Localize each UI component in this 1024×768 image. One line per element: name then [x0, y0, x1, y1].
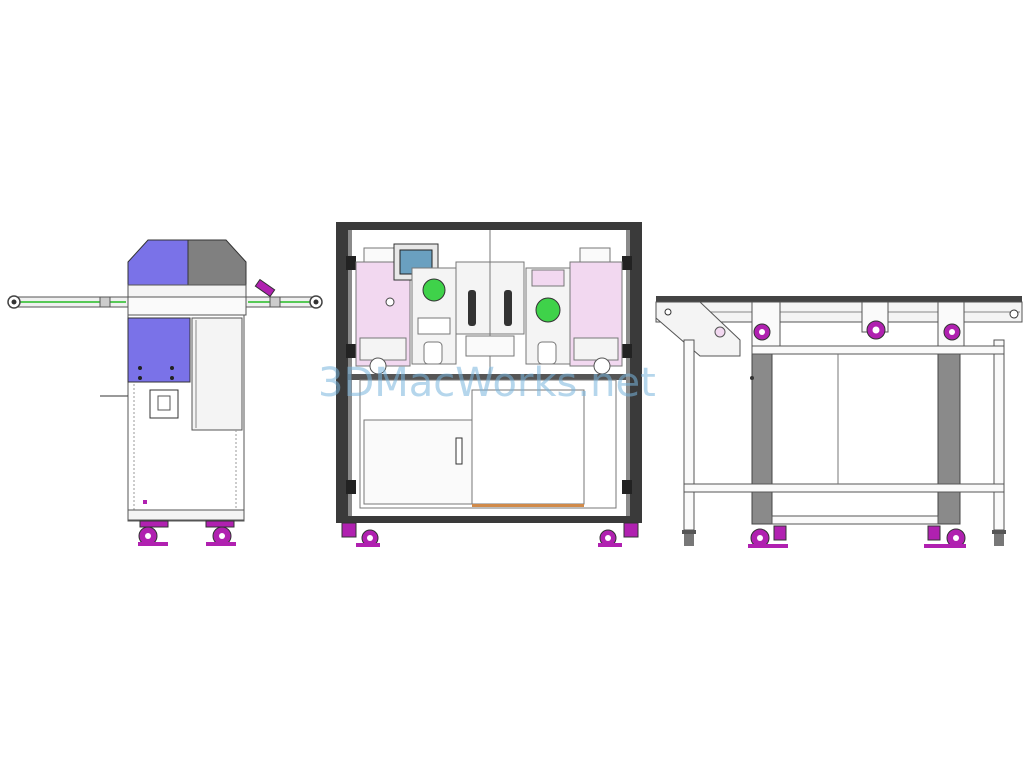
lower-cabinet: [359, 379, 617, 509]
machine-hood: [127, 239, 247, 316]
front-frame: [336, 222, 642, 523]
conveyor-view: [655, 296, 1023, 548]
machine-body: [100, 314, 245, 522]
gripper-pair: [455, 230, 525, 374]
front-caster-left: [341, 522, 380, 547]
conveyor-caster-left: [748, 525, 788, 548]
conveyor-caster-right: [924, 525, 966, 548]
process-module-center-right: [525, 267, 571, 365]
process-module-right: [569, 247, 623, 375]
left-arm-rail: [7, 295, 129, 309]
front-view: [336, 222, 642, 547]
side-caster-right: [205, 520, 236, 546]
conveyor-drive-units: [751, 301, 965, 347]
front-caster-right: [598, 522, 639, 547]
side-view: [7, 239, 323, 546]
conveyor-feet: [682, 530, 1006, 546]
side-caster-left: [138, 520, 169, 546]
conveyor-belt: [655, 296, 1023, 357]
process-module-center-left: [411, 267, 457, 365]
right-arm-rail: [243, 278, 323, 309]
conveyor-frame: [683, 339, 1005, 531]
magenta-clamp: [254, 278, 276, 298]
